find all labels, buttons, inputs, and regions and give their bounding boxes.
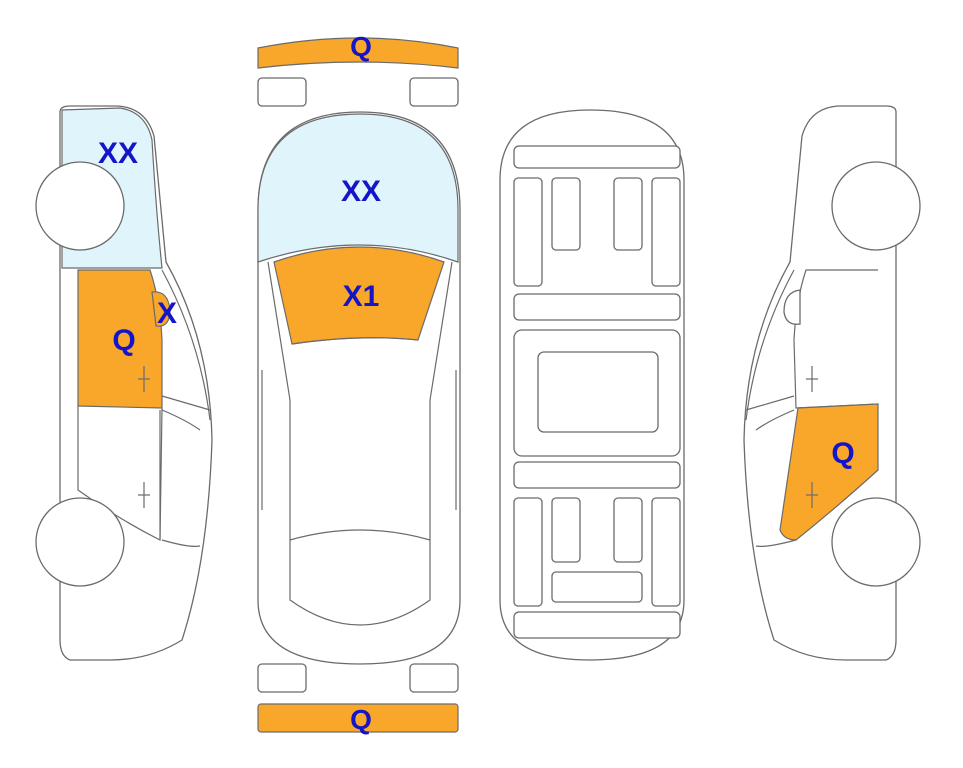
underside-view <box>499 109 685 661</box>
taillight-left[interactable] <box>257 663 307 693</box>
underside-block-rr <box>613 497 643 563</box>
left-mirror[interactable] <box>151 291 171 327</box>
marker-left-front-door: Q <box>112 324 135 357</box>
headlight-right[interactable] <box>409 77 459 107</box>
marker-left-windshield: XX <box>98 137 138 170</box>
underside-crossbar-1 <box>513 293 681 321</box>
right-rear-door[interactable] <box>779 403 879 541</box>
marker-top-windshield: XX <box>341 175 381 208</box>
taillight-right[interactable] <box>409 663 459 693</box>
front-bumper-group <box>257 37 459 107</box>
damage-markers: Q Q XX X1 XX Q X Q <box>98 31 855 735</box>
right-rear-wheel[interactable] <box>831 497 921 587</box>
right-front-wheel[interactable] <box>831 161 921 251</box>
right-side-lines <box>745 269 797 547</box>
right-side-view <box>743 105 921 661</box>
rear-bumper-group <box>257 663 459 733</box>
marker-front-bumper: Q <box>350 31 372 62</box>
underside-block-fl <box>551 177 581 251</box>
left-rear-door-outline[interactable] <box>77 406 163 541</box>
underside-rail-fl <box>513 177 543 287</box>
marker-rear-bumper: Q <box>350 704 372 735</box>
left-front-wheel[interactable] <box>35 161 125 251</box>
underside-center-panel <box>537 351 659 433</box>
top-view <box>257 111 461 665</box>
underside-block-rl <box>551 497 581 563</box>
left-door-handle-rear[interactable] <box>138 482 150 508</box>
underside-rear-box <box>551 571 643 603</box>
right-door-handle-rear[interactable] <box>806 482 818 508</box>
right-mirror[interactable] <box>783 289 801 325</box>
left-side-view <box>35 105 213 661</box>
top-windshield[interactable] <box>257 113 459 263</box>
underside-rail-rr <box>651 497 681 607</box>
underside-crossbar-2 <box>513 461 681 489</box>
front-bumper-panel[interactable] <box>257 37 459 69</box>
underside-rail-rl <box>513 497 543 607</box>
marker-top-roof: X1 <box>343 280 380 313</box>
left-door-handle-front[interactable] <box>138 366 150 392</box>
marker-right-rear-door: Q <box>831 437 854 470</box>
underside-block-fr <box>613 177 643 251</box>
headlight-left[interactable] <box>257 77 307 107</box>
top-cabin-lines <box>267 261 453 540</box>
underside-rail-fr <box>651 177 681 287</box>
top-body-outline[interactable] <box>257 111 461 665</box>
marker-left-mirror: X <box>157 297 177 330</box>
right-door-handle-front[interactable] <box>806 366 818 392</box>
left-side-lines <box>159 269 211 547</box>
rear-bumper-panel[interactable] <box>257 703 459 733</box>
left-rear-wheel[interactable] <box>35 497 125 587</box>
top-rear-window[interactable] <box>289 529 431 626</box>
underside-front-bar <box>513 145 681 169</box>
underside-rear-bar <box>513 611 681 639</box>
